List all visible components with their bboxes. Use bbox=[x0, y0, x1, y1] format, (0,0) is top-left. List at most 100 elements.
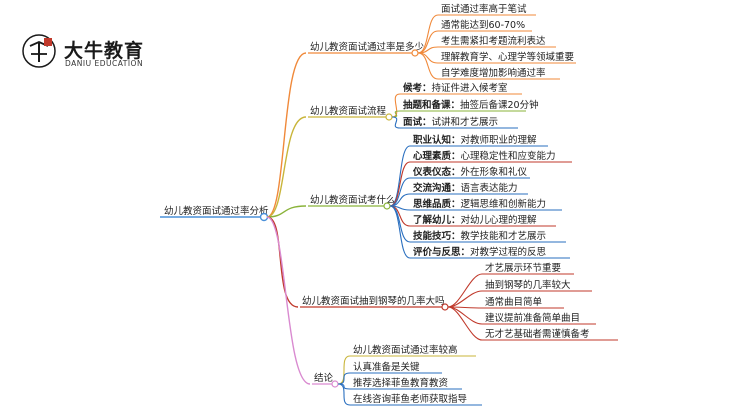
leaf-key: 思维品质： bbox=[413, 198, 461, 210]
leaf-key: 面试： bbox=[403, 116, 432, 128]
leaf-text: 抽签后备课20分钟 bbox=[460, 99, 539, 111]
leaf-node: 了解幼儿：对幼儿心理的理解 bbox=[413, 214, 537, 226]
branch-label: 幼儿教资面试抽到钢琴的几率大吗 bbox=[302, 295, 445, 307]
leaf-node: 通常能达到60-70% bbox=[441, 19, 525, 31]
branch-connector bbox=[266, 216, 311, 385]
leaf-text: 考生需紧扣考题流利表达 bbox=[441, 35, 546, 47]
leaf-text: 通常能达到60-70% bbox=[441, 19, 525, 31]
branch-knob bbox=[441, 303, 449, 311]
leaf-text: 无才艺基础者需谨慎备考 bbox=[485, 328, 590, 340]
leaf-connector bbox=[417, 52, 439, 64]
leaf-connector bbox=[447, 306, 483, 341]
leaf-node: 自学难度增加影响通过率 bbox=[441, 67, 546, 79]
leaf-connector bbox=[391, 93, 401, 118]
branch-node: 幼儿教资面试考什么 bbox=[310, 194, 396, 206]
leaf-node: 考生需紧扣考题流利表达 bbox=[441, 35, 546, 47]
leaf-node: 心理素质：心理稳定性和应变能力 bbox=[413, 150, 556, 162]
root-knob bbox=[259, 212, 269, 222]
branch-label: 幼儿教资面试考什么 bbox=[310, 194, 396, 206]
leaf-key: 交流沟通： bbox=[413, 182, 461, 194]
leaf-node: 面试通过率高于笔试 bbox=[441, 3, 527, 15]
leaf-connector bbox=[389, 205, 411, 259]
leaf-node: 推荐选择菲鱼教育教资 bbox=[353, 377, 449, 389]
leaf-node: 建议提前准备简单曲目 bbox=[485, 312, 580, 324]
leaf-node: 技能技巧：教学技能和才艺展示 bbox=[413, 230, 546, 242]
logo-mark-icon bbox=[22, 34, 56, 68]
leaf-text: 外在形象和礼仪 bbox=[461, 166, 528, 178]
leaf-text: 试讲和才艺展示 bbox=[432, 116, 499, 128]
leaf-node: 无才艺基础者需谨慎备考 bbox=[485, 328, 590, 340]
branch-node: 结论 bbox=[314, 372, 334, 384]
leaf-text: 理解教育学、心理学等领域重要 bbox=[441, 51, 574, 63]
leaf-key: 仪表仪态： bbox=[412, 166, 461, 178]
logo-text: 大牛教育 bbox=[64, 40, 145, 62]
leaf-text: 对幼儿心理的理解 bbox=[461, 214, 538, 226]
leaf-node: 交流沟通：语言表达能力 bbox=[413, 182, 518, 194]
branch-connector bbox=[266, 52, 307, 218]
leaf-text: 语言表达能力 bbox=[461, 182, 518, 194]
leaf-connector bbox=[417, 14, 439, 54]
leaf-text: 逻辑思维和创新能力 bbox=[461, 198, 547, 210]
branch-node: 幼儿教资面试抽到钢琴的几率大吗 bbox=[302, 295, 445, 307]
leaf-node: 评价与反思：对教学过程的反思 bbox=[413, 246, 547, 258]
leaf-node: 抽到钢琴的几率较大 bbox=[485, 279, 571, 291]
leaf-text: 在线咨询菲鱼老师获取指导 bbox=[353, 393, 467, 405]
leaf-connector bbox=[417, 52, 439, 80]
branch-connector bbox=[266, 116, 307, 218]
leaf-node: 面试：试讲和才艺展示 bbox=[403, 116, 498, 128]
leaf-text: 教学技能和才艺展示 bbox=[461, 230, 547, 242]
leaf-text: 持证件进入候考室 bbox=[432, 82, 508, 94]
leaf-text: 认真准备是关键 bbox=[353, 361, 420, 373]
branch-label: 结论 bbox=[314, 372, 334, 384]
branch-knob bbox=[331, 380, 339, 388]
branch-knob bbox=[383, 202, 391, 210]
leaf-text: 幼儿教资面试通过率较高 bbox=[353, 344, 458, 356]
branch-connector bbox=[266, 216, 299, 308]
leaf-node: 仪表仪态：外在形象和礼仪 bbox=[412, 166, 528, 178]
leaf-text: 推荐选择菲鱼教育教资 bbox=[353, 377, 449, 389]
branch-label: 幼儿教资面试通过率是多少 bbox=[310, 41, 425, 53]
leaf-key: 候考： bbox=[403, 82, 432, 94]
leaf-text: 建议提前准备简单曲目 bbox=[485, 312, 580, 324]
leaf-node: 理解教育学、心理学等领域重要 bbox=[441, 51, 574, 63]
leaf-key: 心理素质： bbox=[413, 150, 461, 162]
leaf-key: 抽题和备课： bbox=[403, 99, 460, 111]
leaf-text: 心理稳定性和应变能力 bbox=[461, 150, 556, 162]
leaf-key: 了解幼儿： bbox=[413, 214, 461, 226]
leaf-text: 通常曲目简单 bbox=[485, 296, 543, 308]
leaf-node: 通常曲目简单 bbox=[485, 296, 543, 308]
leaf-node: 才艺展示环节重要 bbox=[485, 262, 561, 274]
leaf-text: 自学难度增加影响通过率 bbox=[441, 67, 546, 79]
branch-connector bbox=[266, 205, 307, 218]
logo-subtext: DANIU EDUCATION bbox=[65, 59, 144, 68]
leaf-connector bbox=[391, 110, 401, 118]
root-label: 幼儿教资面试通过率分析 bbox=[164, 205, 269, 217]
root-node: 幼儿教资面试通过率分析 bbox=[164, 205, 269, 217]
leaf-connector bbox=[447, 273, 483, 308]
leaf-key: 技能技巧： bbox=[413, 230, 461, 242]
leaf-text: 对教师职业的理解 bbox=[461, 134, 538, 146]
leaf-node: 思维品质：逻辑思维和创新能力 bbox=[413, 198, 546, 210]
leaf-connector bbox=[389, 177, 411, 207]
leaf-node: 认真准备是关键 bbox=[353, 361, 420, 373]
branch-knob bbox=[411, 49, 419, 57]
leaf-text: 面试通过率高于笔试 bbox=[441, 3, 527, 15]
leaf-connector bbox=[389, 205, 411, 243]
leaf-node: 抽题和备课：抽签后备课20分钟 bbox=[403, 99, 539, 111]
leaf-connector bbox=[391, 116, 401, 129]
leaf-node: 职业认知：对教师职业的理解 bbox=[413, 134, 537, 146]
leaf-text: 对教学过程的反思 bbox=[470, 246, 547, 258]
leaf-text: 才艺展示环节重要 bbox=[485, 262, 561, 274]
branch-knob bbox=[385, 113, 393, 121]
branch-node: 幼儿教资面试通过率是多少 bbox=[310, 41, 425, 53]
branch-node: 幼儿教资面试流程 bbox=[310, 105, 387, 117]
leaf-node: 幼儿教资面试通过率较高 bbox=[353, 344, 458, 356]
leaf-key: 评价与反思： bbox=[413, 246, 470, 258]
branch-label: 幼儿教资面试流程 bbox=[310, 105, 387, 117]
leaf-connector bbox=[337, 383, 351, 406]
logo: 大牛教育 DANIU EDUCATION bbox=[22, 34, 172, 74]
leaf-key: 职业认知： bbox=[413, 134, 461, 146]
leaf-node: 候考：持证件进入候考室 bbox=[403, 82, 508, 94]
leaf-node: 在线咨询菲鱼老师获取指导 bbox=[353, 393, 467, 405]
